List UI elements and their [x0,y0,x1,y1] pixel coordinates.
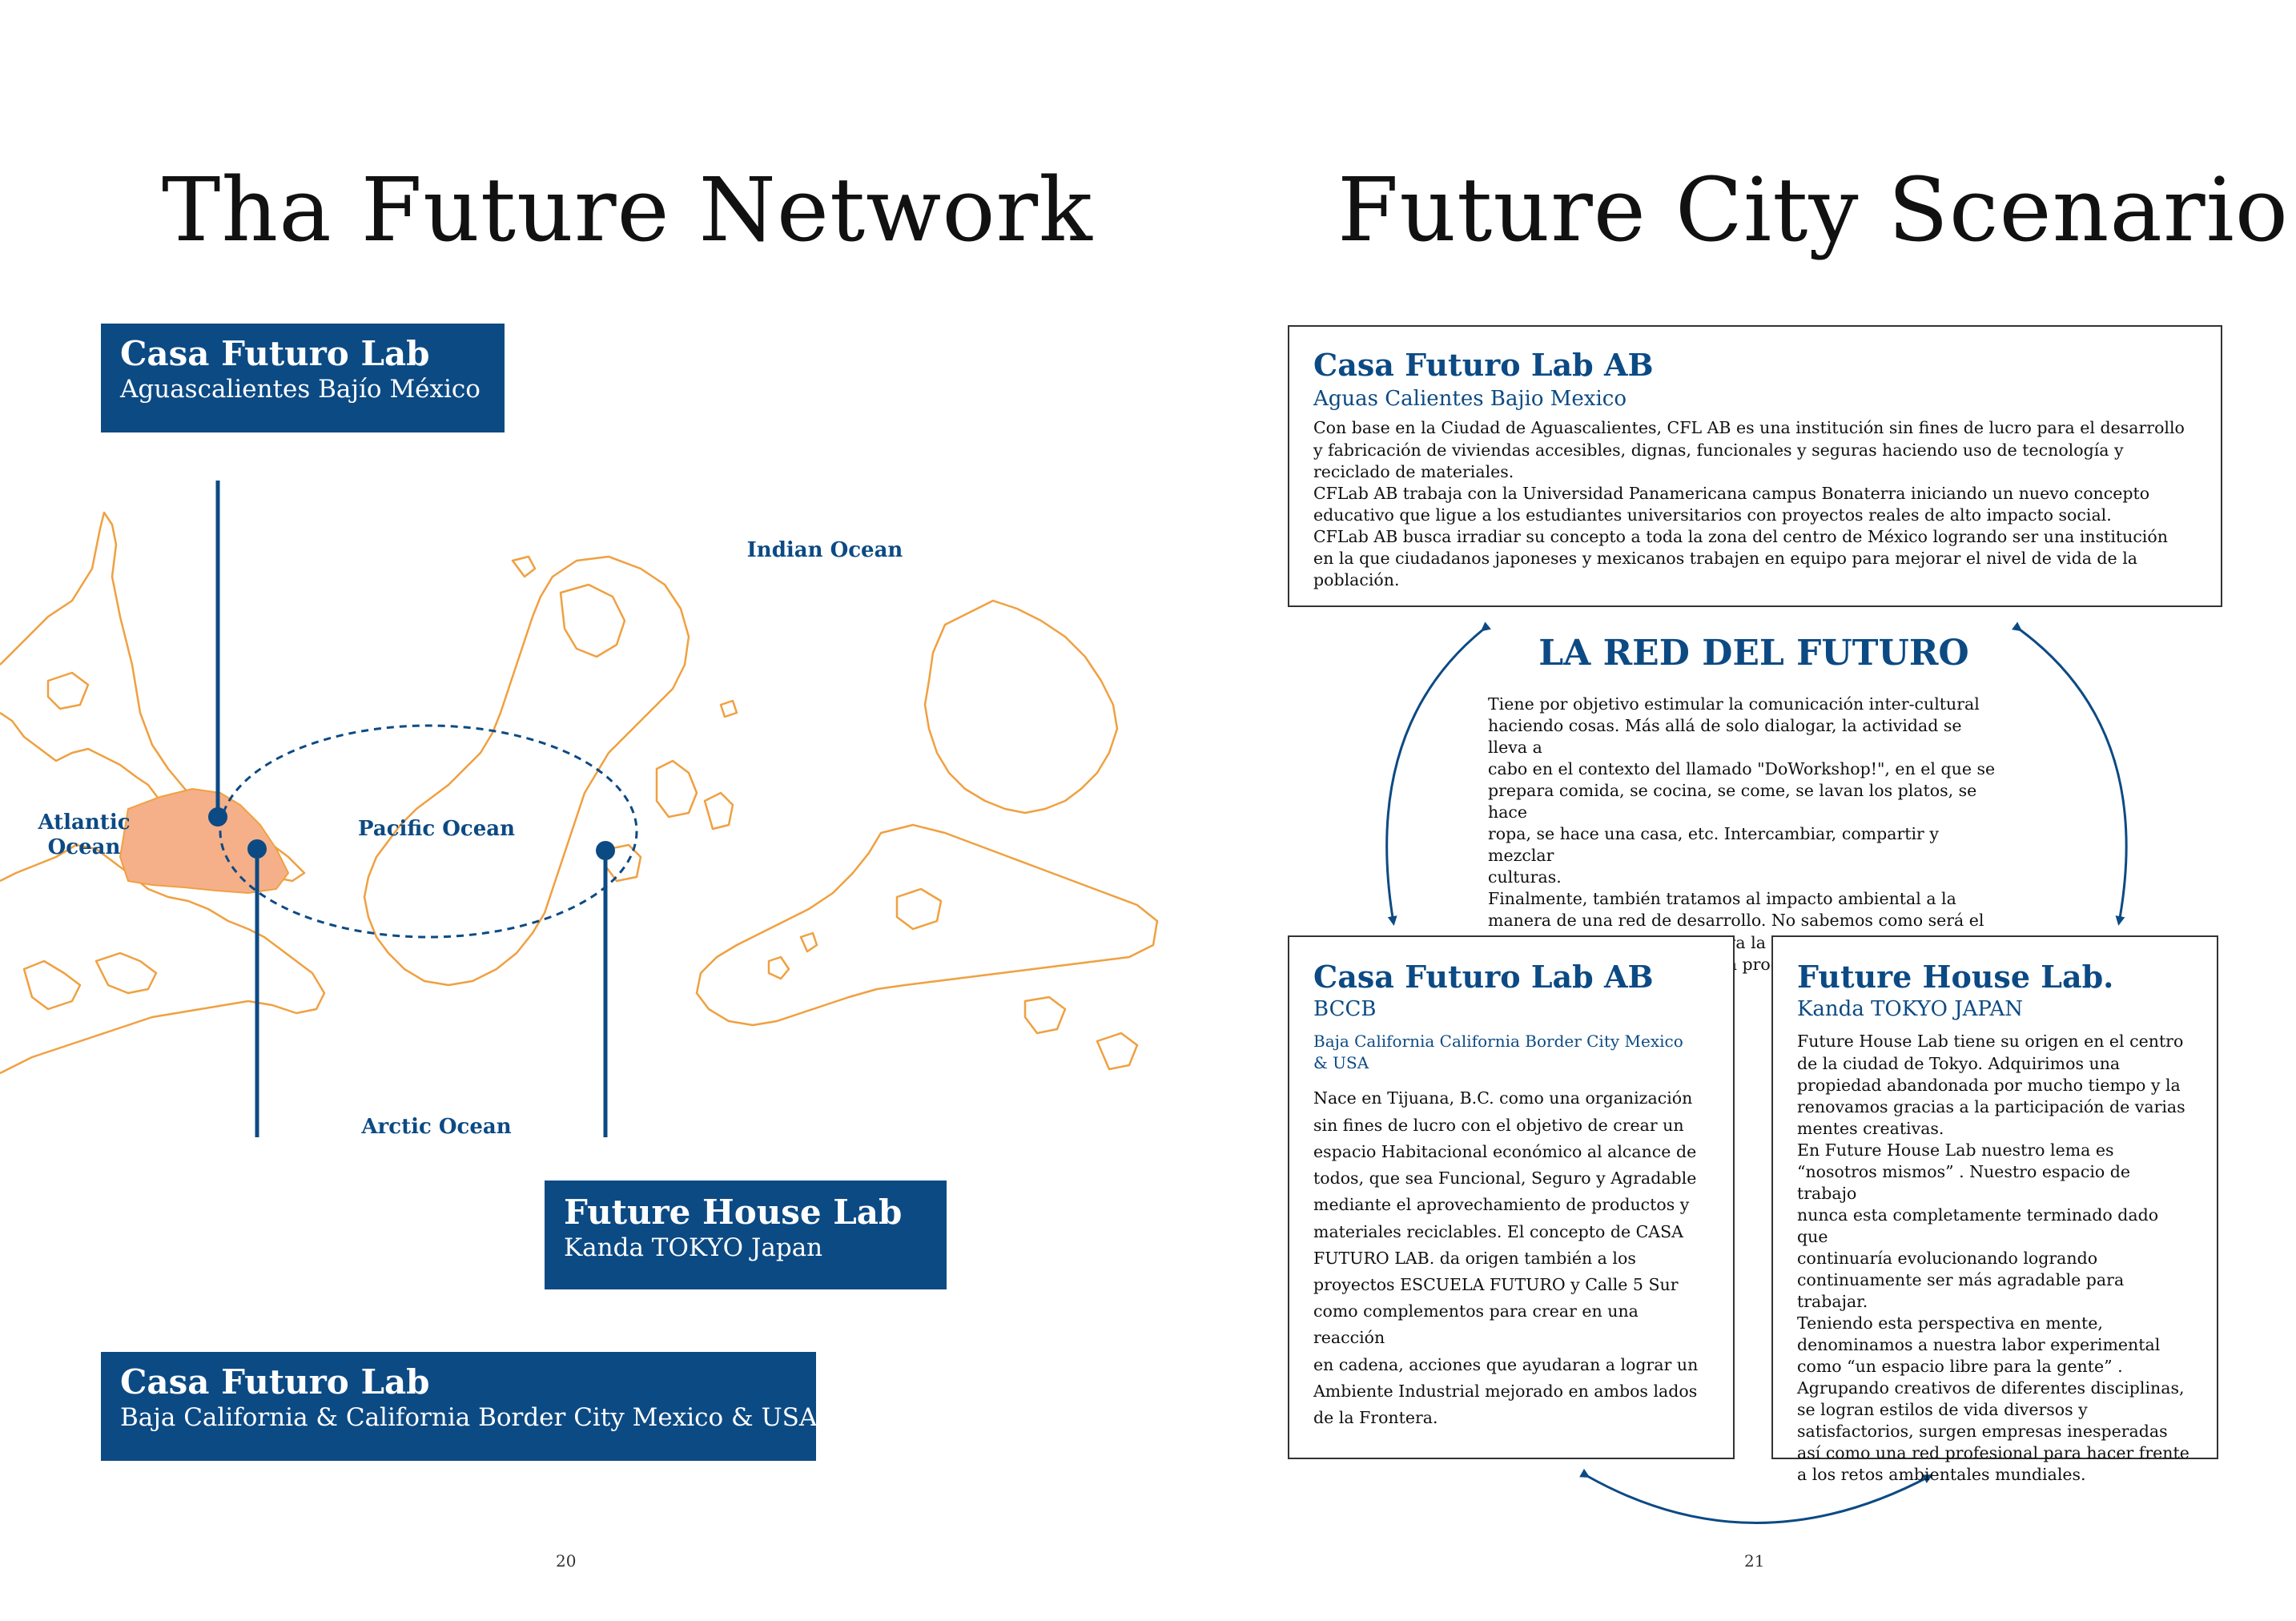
body-line: FUTURO LAB. da origen también a los [1313,1248,1636,1268]
body-line: Ambiente Industrial mejorado en ambos la… [1313,1381,1698,1401]
body-line: y fabricación de viviendas accesibles, d… [1313,440,2124,460]
body-line: materiales reciclables. El concepto de C… [1313,1221,1683,1241]
body-line: prepara comida, se cocina, se come, se l… [1488,781,1977,823]
body-line: mediante el aprovechamiento de productos… [1313,1195,1690,1215]
body-line: continuaría evolucionando logrando [1797,1248,2098,1268]
body-line: Agrupando creativos de diferentes discip… [1797,1378,2185,1398]
box-subtitle: Aguas Calientes Bajio Mexico [1313,386,1627,411]
page-number-left: 20 [556,1551,577,1571]
box-body: Nace en Tijuana, B.C. como una organizac… [1313,1085,1709,1431]
box-title: Casa Futuro Lab AB [1313,959,1654,995]
body-line: en cadena, acciones que ayudaran a logra… [1313,1354,1699,1374]
box-body: Future House Lab tiene su origen en el c… [1797,1031,2193,1486]
body-line: CFLab AB trabaja con la Universidad Pana… [1313,483,2150,503]
label-heading: Future House Lab [564,1193,903,1232]
body-line: como “un espacio libre para la gente” . [1797,1357,2123,1377]
box-subtitle: BCCB [1313,996,1377,1021]
body-line: satisfactorios, surgen empresas inespera… [1797,1422,2168,1442]
body-line: como complementos para crear en una reac… [1313,1301,1639,1348]
body-line: proyectos ESCUELA FUTURO y Calle 5 Sur [1313,1274,1679,1294]
body-line: se logran estilos de vida diversos y [1797,1400,2088,1420]
label-heading: Casa Futuro Lab [120,1362,430,1402]
body-line: educativo que ligue a los estudiantes un… [1313,505,2112,525]
box-casa-futuro-ab-bccb: Casa Futuro Lab AB BCCB Baja California … [1288,935,1735,1459]
body-line: en la que ciudadanos japoneses y mexican… [1313,548,2137,568]
body-line: así como una red profesional para hacer … [1797,1443,2189,1463]
body-line: ropa, se hace una casa, etc. Intercambia… [1488,824,1939,866]
body-line: denominamos a nuestra labor experimental [1797,1335,2161,1355]
box-subtitle-secondary: Baja California California Border City M… [1313,1031,1709,1074]
network-heading: LA RED DEL FUTURO [1538,633,1969,674]
body-line: todos, que sea Funcional, Seguro y Agrad… [1313,1168,1697,1189]
body-line: renovamos gracias a la participación de … [1797,1096,2185,1116]
subtitle-line: Baja California California Border City M… [1313,1032,1683,1052]
page-title-left: Tha Future Network [162,159,1093,261]
box-casa-futuro-ab-aguascalientes: Casa Futuro Lab AB Aguas Calientes Bajio… [1288,325,2222,607]
label-casa-futuro-aguascalientes: Casa Futuro Lab Aguascalientes Bajío Méx… [101,324,505,432]
ocean-label-atlantic-line2: Ocean [47,835,121,860]
body-line: cabo en el contexto del llamado "DoWorks… [1488,759,1996,779]
label-subtitle: Kanda TOKYO Japan [564,1233,823,1263]
body-line: reciclado de materiales. [1313,461,1514,481]
body-line: En Future House Lab nuestro lema es [1797,1140,2114,1160]
box-body: Con base en la Ciudad de Aguascalientes,… [1313,417,2197,590]
body-line: Tiene por objetivo estimular la comunica… [1488,694,1980,714]
box-title: Future House Lab. [1797,959,2114,995]
body-line: Finalmente, también tratamos al impacto … [1488,889,1956,909]
body-line: sin fines de lucro con el objetivo de cr… [1313,1115,1684,1135]
box-future-house-lab: Future House Lab. Kanda TOKYO JAPAN Futu… [1771,935,2218,1484]
body-line: espacio Habitacional económico al alcanc… [1313,1141,1697,1161]
body-line: manera de una red de desarrollo. No sabe… [1488,911,1984,931]
center-heading-wrapper: LA RED DEL FUTURO [1522,633,1986,674]
body-line: haciendo cosas. Más allá de solo dialoga… [1488,716,1962,758]
body-line: Future House Lab tiene su origen en el c… [1797,1032,2184,1052]
network-arrows [1385,621,2128,1524]
ocean-label-atlantic-line1: Atlantic [38,810,131,835]
body-line: Teniendo esta perspectiva en mente, [1797,1313,2103,1333]
box-subtitle: Kanda TOKYO JAPAN [1797,996,2024,1021]
label-heading: Casa Futuro Lab [120,334,430,373]
subtitle-line: & USA [1313,1053,1369,1073]
label-future-house-tokyo: Future House Lab Kanda TOKYO Japan [545,1181,947,1289]
body-line: población. [1313,569,1400,589]
page-title-right: Future City Scenario [1337,159,2289,261]
body-line: Con base en la Ciudad de Aguascalientes,… [1313,418,2185,438]
label-casa-futuro-baja: Casa Futuro Lab Baja California & Califo… [101,1352,818,1461]
body-line: “nosotros mismos” . Nuestro espacio de t… [1797,1161,2130,1203]
body-line: de la ciudad de Tokyo. Adquirimos una [1797,1053,2121,1073]
body-line: de la Frontera. [1313,1407,1438,1427]
label-subtitle: Aguascalientes Bajío México [120,375,481,404]
label-subtitle: Baja California & California Border City… [120,1403,818,1433]
network-description: Tiene por objetivo estimular la comunica… [1488,694,2000,975]
body-line: culturas. [1488,867,1562,887]
world-map-illustration [0,481,1159,1137]
body-line: a los retos ambientales mundiales. [1797,1465,2086,1485]
ocean-label-pacific: Pacific Ocean [358,817,515,841]
body-line: continuamente ser más agradable para [1797,1270,2125,1289]
ocean-label-indian: Indian Ocean [746,538,903,562]
body-line: propiedad abandonada por mucho tiempo y … [1797,1075,2181,1095]
body-line: Nace en Tijuana, B.C. como una organizac… [1313,1088,1693,1108]
body-line: mentes creativas. [1797,1118,1944,1138]
body-line: nunca esta completamente terminado dado … [1797,1205,2159,1246]
body-line: trabajar. [1797,1292,1868,1312]
ocean-label-atlantic: Atlantic Ocean [24,810,144,860]
box-title: Casa Futuro Lab AB [1313,347,1654,383]
body-line: CFLab AB busca irradiar su concepto a to… [1313,526,2168,546]
page-number-right: 21 [1744,1551,1765,1571]
ocean-label-arctic: Arctic Ocean [361,1115,512,1139]
